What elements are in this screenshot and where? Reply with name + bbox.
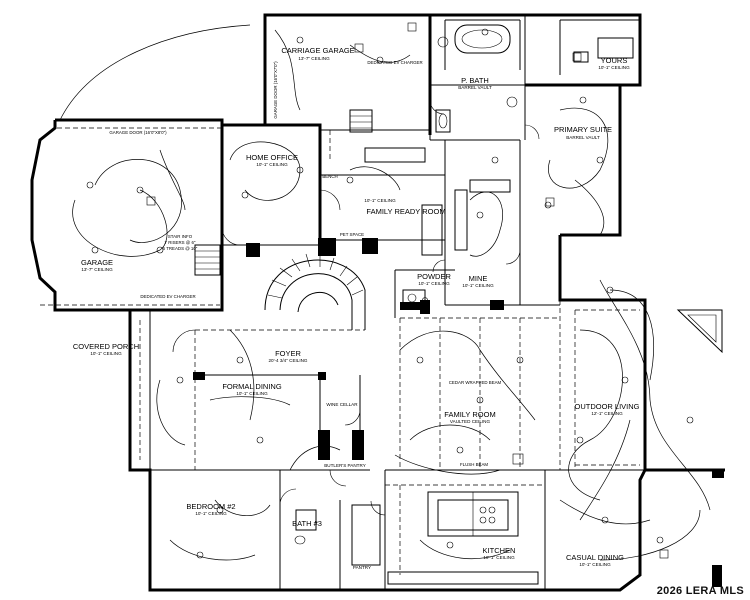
room-labels: CARRIAGE GARAGE 13'-7" CEILING P. BATH B… [73,46,640,570]
kitchen-island [351,484,545,585]
ceiling-casual-dining: 10'-1" CEILING [579,562,611,567]
label-covered-porch: COVERED PORCH [73,342,139,351]
note-dedicated-ev-garage: DEDICATED EV CHARGER [140,294,195,299]
label-kitchen: KITCHEN [483,546,516,555]
label-formal-dining: FORMAL DINING [222,382,281,391]
ceiling-powder: 10'-1" CEILING [418,281,450,286]
note-garage-door-side: GARAGE DOOR (16'0"X7'0") [273,61,278,119]
label-pantry: PANTRY [353,565,371,570]
ceiling-kitchen: 10'-1" CEILING [483,555,515,560]
label-bath-3: BATH #3 [292,519,322,528]
label-foyer: FOYER [275,349,301,358]
garage-steps [194,109,373,276]
label-casual-dining: CASUAL DINING [566,553,624,562]
ceiling-mine: 10'-1" CEILING [462,283,494,288]
note-pet-space: PET SPACE [340,232,364,237]
label-yours: YOURS [601,56,628,65]
label-family-ready-room: FAMILY READY ROOM [366,207,445,216]
note-garage-door: GARAGE DOOR (16'0"X8'0") [109,130,167,135]
ceiling-yours: 10'-1" CEILING [598,65,630,70]
label-bedroom-2: BEDROOM #2 [186,502,235,511]
light-fixture-symbols [86,22,694,559]
ceiling-outdoor-living: 12'-1" CEILING [591,411,623,416]
ceiling-foyer: 20'-4 3/4" CEILING [268,358,307,363]
exterior-walls [30,13,725,592]
label-p-bath: P. BATH [461,76,489,85]
electrical-wiring [59,24,711,561]
outdoor-fireplace [676,309,723,354]
spiral-staircase [264,253,366,330]
ceiling-covered-porch: 10'-1" CEILING [90,351,122,356]
family-ready-room-cabinets [421,179,511,256]
plan-notes: GARAGE DOOR (16'0"X8'0") STAIR INFO 7 RI… [109,60,501,467]
label-mine: MINE [469,274,488,283]
label-butlers-pantry: BUTLER'S PANTRY [324,463,366,468]
ceiling-family-ready-room: 10'-1" CEILING [364,198,396,203]
ceiling-home-office: 10'-1" CEILING [256,162,288,167]
ceiling-family-room: VAULTED CEILING [450,419,491,424]
bath-fixtures [294,24,634,545]
ceiling-bedroom-2: 10'-1" CEILING [195,511,227,516]
dashed-overhead-lines [40,127,640,471]
label-primary-suite: PRIMARY SUITE [554,125,612,134]
mls-watermark: 2026 LERA MLS [656,585,744,597]
ceiling-formal-dining: 10'-1" CEILING [236,391,268,396]
ceiling-carriage-garage: 13'-7" CEILING [298,56,330,61]
ceiling-garage: 13'-7" CEILING [81,267,113,272]
label-powder: POWDER [417,272,451,281]
label-home-office: HOME OFFICE [246,153,298,162]
note-stair-info: STAIR INFO [168,234,193,239]
door-swings [172,99,540,516]
label-outdoor-living: OUTDOOR LIVING [574,402,639,411]
note-treads: 5 TREADS @ 10" [163,246,198,251]
interior-walls [149,15,645,590]
label-carriage-garage: CARRIAGE GARAGE [281,46,354,55]
label-garage: GARAGE [81,258,113,267]
label-family-room: FAMILY ROOM [444,410,495,419]
note-cedar-beam: CEDAR WRAPPED BEAM [449,380,502,385]
ceiling-p-bath: BARREL VAULT [458,85,492,90]
label-wine-cellar: WINE CELLAR [326,402,358,407]
note-dedicated-ev-carriage: DEDICATED EV CHARGER [367,60,422,65]
ceiling-primary-suite: BARREL VAULT [566,135,600,140]
note-bench: BENCH [322,174,337,179]
note-risers: 7 RISERS @ 6" [165,240,196,245]
note-flush-beam: FLUSH BEAM [460,462,488,467]
